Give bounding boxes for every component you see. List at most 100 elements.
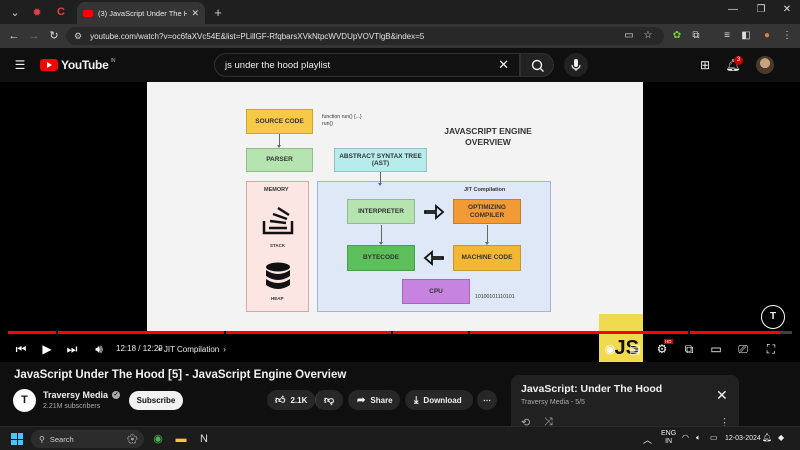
settings-gear-icon[interactable]: ⚙ <box>656 342 668 356</box>
close-playlist-icon[interactable]: ✕ <box>716 387 728 403</box>
miniplayer-icon[interactable]: ⧉ <box>684 342 694 356</box>
lang-line1: ENG <box>661 430 677 437</box>
date-display[interactable]: 12-03-2024 <box>725 435 761 442</box>
fullscreen-icon[interactable]: ⛶ <box>766 342 776 356</box>
download-button[interactable]: ⤓ Download <box>405 390 473 410</box>
url-text: youtube.com/watch?v=oc6faXVc54E&list=PLi… <box>90 31 425 41</box>
optimizing-compiler-box: OPTIMIZING COMPILER <box>453 199 521 224</box>
wifi-icon[interactable]: ◠ <box>682 433 689 442</box>
video-info-card-icon[interactable]: T <box>761 305 785 329</box>
active-tab[interactable]: (3) JavaScript Under The Hood [5] ✕ <box>77 2 205 24</box>
address-bar[interactable]: ⚙ youtube.com/watch?v=oc6faXVc54E&list=P… <box>66 27 664 45</box>
player-controls: ⏮ ▶ ⏭ 🔊︎ 12:18 / 12:29 • JIT Compilation… <box>0 337 800 361</box>
video-player[interactable]: SOURCE CODE function run() {...} run() J… <box>0 82 800 362</box>
site-info-icon[interactable]: ⚙ <box>74 30 83 41</box>
code-snippet-line2: run() <box>322 121 333 127</box>
pinned-tab-c-icon[interactable]: C <box>57 6 65 18</box>
shuffle-icon[interactable]: ⤨ <box>544 416 553 428</box>
bytecode-box: BYTECODE <box>347 245 415 271</box>
browser-menu-icon[interactable]: ⋮ <box>782 30 792 41</box>
new-tab-button[interactable]: + <box>214 4 222 20</box>
hamburger-menu-icon[interactable]: ☰ <box>14 58 26 72</box>
close-tab-icon[interactable]: ✕ <box>191 7 199 18</box>
tab-search-icon[interactable]: ≡ <box>724 30 730 41</box>
playlist-title[interactable]: JavaScript: Under The Hood <box>521 383 663 395</box>
extension-icon[interactable]: ✿ <box>672 30 682 41</box>
cast-to-tv-icon[interactable]: ⎚ <box>738 342 748 356</box>
language-indicator[interactable]: ENG IN <box>661 430 676 447</box>
tray-overflow-icon[interactable]: ︿ <box>643 435 653 445</box>
progress-bar-fill <box>8 331 781 334</box>
channel-name-link[interactable]: Traversy Media ✓ <box>43 390 121 400</box>
minimize-icon[interactable]: — <box>728 4 738 15</box>
windows-start-icon[interactable] <box>11 433 23 445</box>
playlist-menu-icon[interactable]: ⋮ <box>719 417 730 429</box>
loop-playlist-icon[interactable]: ⟲ <box>521 417 531 429</box>
search-input[interactable]: js under the hood playlist ✕ <box>214 53 520 77</box>
bookmark-star-icon[interactable]: ☆ <box>643 30 653 41</box>
ast-box: ABSTRACT SYNTAX TREE (AST) <box>334 148 427 172</box>
speaker-icon[interactable]: 🔈︎ <box>696 433 701 442</box>
taskbar-search[interactable]: ⚲ Search 🌸︎ <box>31 430 144 448</box>
taskbar-search-icon: ⚲ <box>39 434 45 444</box>
share-button[interactable]: ➦ Share <box>348 390 400 410</box>
like-button[interactable]: 👍︎ 2.1K <box>267 390 315 410</box>
voice-search-button[interactable] <box>564 53 588 77</box>
download-label: Download <box>423 395 462 405</box>
code-snippet-line1: function run() {...} <box>322 114 362 120</box>
time-total: 12:29 <box>142 344 163 353</box>
forward-icon[interactable]: → <box>28 30 40 42</box>
microphone-icon <box>571 59 581 71</box>
slide-diagram: SOURCE CODE function run() {...} run() J… <box>147 82 643 334</box>
youtube-header: ☰ YouTube IN js under the hood playlist … <box>0 48 800 82</box>
channel-avatar[interactable]: T <box>13 389 36 412</box>
autoplay-toggle-icon[interactable]: ◉ <box>604 342 616 356</box>
extensions-puzzle-icon[interactable]: ⧉ <box>692 30 700 41</box>
browser-tab-strip: ⌄ ✹ C (3) JavaScript Under The Hood [5] … <box>0 0 800 24</box>
battery-icon[interactable]: ▭ <box>710 433 718 442</box>
next-video-icon[interactable]: ⏭ <box>66 342 78 356</box>
dislike-button[interactable]: 👎︎ <box>315 390 343 410</box>
theater-mode-icon[interactable]: ▭ <box>710 342 722 356</box>
profile-icon[interactable]: ● <box>763 30 771 41</box>
pinned-tab-icon[interactable]: ✹ <box>32 6 42 19</box>
binary-output: 10100101110101 <box>475 294 515 300</box>
taskbar: ⚲ Search 🌸︎ ◉ ▬ N ︿ ENG IN ◠ 🔈︎ ▭ 12-03-… <box>0 426 800 450</box>
subscribe-button[interactable]: Subscribe <box>129 391 183 410</box>
more-actions-button[interactable]: ⋯ <box>477 390 497 410</box>
memory-panel: MEMORY STACK HEAP <box>246 181 309 312</box>
taskbar-search-label: Search <box>49 434 74 444</box>
restore-icon[interactable]: ❐ <box>756 4 766 15</box>
youtube-favicon-icon <box>83 9 93 17</box>
clear-search-icon[interactable]: ✕ <box>498 57 509 72</box>
arrow-ast-interpreter <box>378 172 382 186</box>
copilot-icon[interactable]: ◆ <box>778 433 785 442</box>
file-explorer-icon[interactable]: ▬ <box>175 433 187 445</box>
youtube-logo-text: YouTube <box>61 58 109 72</box>
progress-bar[interactable] <box>8 331 792 334</box>
browser-toolbar: ← → ↻ ⚙ youtube.com/watch?v=oc6faXVc54E&… <box>0 24 800 48</box>
search-button[interactable] <box>520 53 554 77</box>
play-icon[interactable]: ▶ <box>42 342 52 356</box>
cast-icon[interactable]: ▭ <box>624 30 634 41</box>
subtitles-icon[interactable]: ▤ <box>629 342 641 356</box>
chapter-title-button[interactable]: • JIT Compilation › <box>158 340 226 358</box>
previous-video-icon[interactable]: ⏮ <box>15 342 27 356</box>
tab-search-dropdown-icon[interactable]: ⌄ <box>10 6 20 19</box>
notion-taskbar-icon[interactable]: N <box>200 433 208 445</box>
chrome-taskbar-icon[interactable]: ◉ <box>153 433 163 445</box>
youtube-logo[interactable]: YouTube IN <box>40 58 115 72</box>
user-avatar[interactable] <box>756 56 774 74</box>
side-panel-icon[interactable]: ◧ <box>741 30 751 41</box>
chapter-marker <box>688 331 690 334</box>
back-icon[interactable]: ← <box>8 30 20 42</box>
cpu-box: CPU <box>402 279 470 304</box>
more-horizontal-icon: ⋯ <box>483 395 491 405</box>
close-window-icon[interactable]: ✕ <box>782 4 792 15</box>
share-icon: ➦ <box>357 394 366 406</box>
volume-icon[interactable]: 🔊︎ <box>95 342 103 356</box>
notification-center-icon[interactable]: 🔔︎ <box>762 433 773 442</box>
reload-icon[interactable]: ↻ <box>49 30 59 42</box>
chapter-title: JIT Compilation <box>163 344 220 354</box>
create-video-icon[interactable]: ⊞ <box>699 58 711 72</box>
